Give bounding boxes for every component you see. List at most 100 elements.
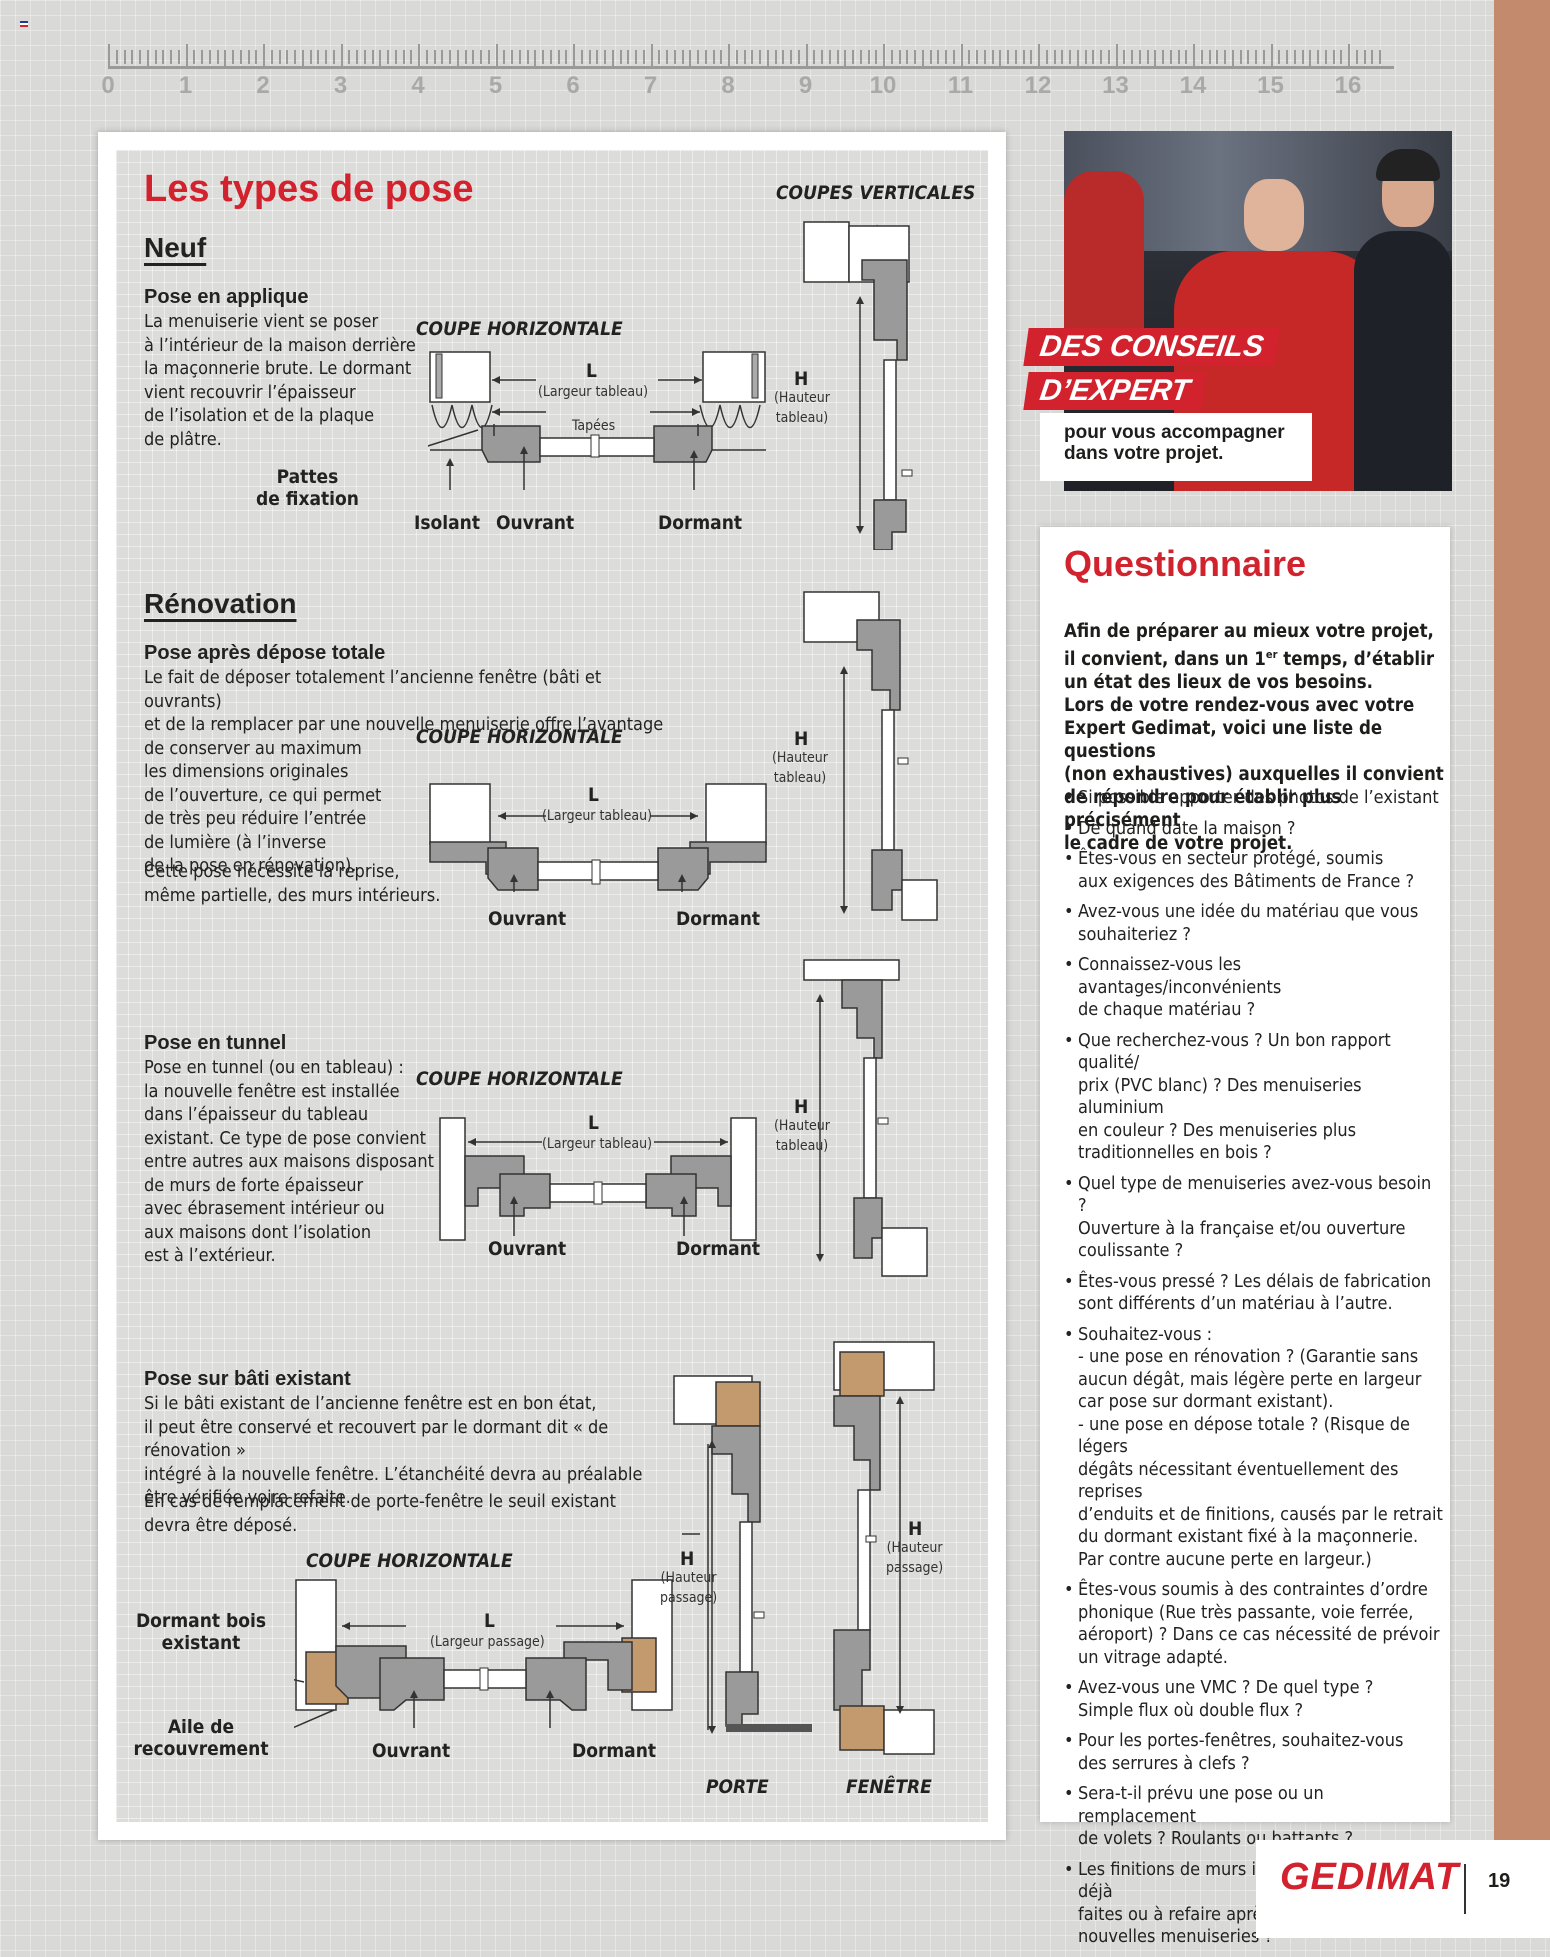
renovation-dormant-label: Dormant [676, 908, 761, 930]
neuf-diagram-title: COUPE HORIZONTALE [416, 318, 623, 340]
ruler-tick [1317, 50, 1319, 64]
ruler-tick [945, 50, 947, 64]
neuf-subheading: Pose en applique [144, 286, 309, 308]
ruler-tick [1038, 44, 1040, 66]
ruler-tick [216, 50, 219, 64]
bati-aile-label: Aile de recouvrement [133, 1716, 269, 1760]
h-label-fenetre: H [908, 1518, 923, 1540]
ruler-tick [1255, 50, 1257, 64]
coupes-verticales-title: COUPES VERTICALES [776, 182, 976, 204]
ruler-tick [1014, 50, 1017, 64]
renovation-subheading: Pose après dépose totale [144, 642, 386, 664]
ruler-tick [317, 50, 320, 64]
questionnaire-item: De quand date la maison ? [1064, 818, 1444, 841]
ruler-tick [666, 50, 668, 64]
ruler-tick [821, 50, 823, 64]
ruler-tick [162, 50, 165, 64]
ruler-number: 13 [1102, 72, 1129, 99]
ruler-tick [1324, 50, 1327, 64]
tunnel-dormant-label: Dormant [676, 1238, 761, 1260]
ruler-tick [115, 50, 118, 64]
questionnaire-item: Êtes-vous pressé ? Les délais de fabrica… [1064, 1271, 1444, 1316]
ruler-tick [301, 50, 304, 68]
porte-label: PORTE [706, 1776, 769, 1798]
ruler-tick [906, 50, 909, 64]
ruler-tick [255, 50, 258, 64]
bati-subheading: Pose sur bâti existant [144, 1368, 351, 1390]
page-title: Les types de pose [144, 168, 474, 210]
neuf-pattes-label: Pattes de fixation [256, 466, 359, 510]
page-number: 19 [1488, 1870, 1511, 1892]
bati-dormant-bois-label: Dormant bois existant [135, 1610, 267, 1654]
ruler-tick [627, 50, 630, 64]
ruler-tick [1340, 50, 1343, 64]
footer: GEDIMAT 19 [1256, 1840, 1550, 1938]
ruler-tick [991, 50, 994, 64]
ruler-tick [139, 50, 141, 64]
ruler-tick [441, 50, 444, 64]
ruler-tick [542, 50, 544, 64]
ruler-tick [278, 50, 281, 64]
ruler-number: 10 [869, 72, 897, 99]
ruler-tick [774, 50, 777, 64]
ruler-tick [1216, 50, 1219, 64]
ruler-tick [720, 50, 723, 64]
ruler-tick [1185, 50, 1188, 64]
renovation-heading: Rénovation [144, 588, 297, 619]
h-desc-porte: (Hauteur passage) [660, 1570, 718, 1606]
ruler-tick [1278, 50, 1281, 64]
expert-caption: pour vous accompagner dans votre projet. [1064, 422, 1285, 464]
ruler-tick [332, 50, 335, 64]
ruler-tick [999, 50, 1002, 68]
footer-divider [1464, 1864, 1466, 1914]
vertical-section-neuf [803, 221, 913, 550]
bati-text-2: En cas de remplacement de porte-fenêtre … [144, 1491, 616, 1536]
ruler-tick [247, 50, 250, 64]
ruler-tick [704, 50, 707, 64]
ruler-tick [1239, 50, 1242, 64]
ruler-tick [402, 50, 405, 64]
ruler-tick [1053, 50, 1056, 64]
tunnel-subheading: Pose en tunnel [144, 1032, 287, 1054]
ruler-tick [286, 50, 289, 64]
neuf-l-desc: (Largeur tableau) [538, 384, 649, 400]
tunnel-ouvrant-label: Ouvrant [488, 1238, 567, 1260]
ruler-tick [1100, 50, 1102, 64]
ruler-tick [526, 50, 529, 64]
expert-banner-line-2: D’EXPERT [1023, 372, 1207, 410]
ruler-tick [898, 50, 901, 64]
ruler-tick [983, 50, 986, 64]
ruler-number: 16 [1334, 72, 1362, 99]
ruler-tick [325, 50, 327, 64]
ruler-tick [123, 50, 126, 64]
ruler-number: 3 [333, 72, 348, 99]
ruler-tick [1363, 50, 1366, 64]
ruler-tick [340, 44, 343, 66]
vertical-section-fenetre [833, 1341, 935, 1755]
ruler-tick [673, 50, 676, 64]
questionnaire-intro: Afin de préparer au mieux votre projet, … [1064, 621, 1444, 855]
ruler-tick [154, 50, 157, 64]
h-label-2: H [794, 728, 809, 750]
ruler-tick [565, 50, 568, 64]
expert-caption-box [1040, 413, 1312, 481]
ruler-tick [472, 50, 475, 64]
ruler-tick [449, 50, 451, 64]
ruler-tick [433, 50, 436, 64]
ruler-tick [642, 50, 645, 64]
ruler-number: 15 [1257, 72, 1284, 99]
ruler-tick [1371, 50, 1374, 64]
ruler-tick [394, 50, 397, 64]
neuf-tapees-label: Tapées [572, 418, 616, 434]
ruler-tick [348, 50, 351, 64]
ruler-tick [146, 50, 149, 68]
side-strip [1494, 0, 1550, 1938]
ruler-tick [890, 50, 893, 64]
ruler-tick [1293, 50, 1296, 64]
ruler-tick [1309, 50, 1312, 68]
ruler-number: 12 [1024, 72, 1052, 99]
ruler-tick [914, 50, 916, 64]
h-desc-3: (Hauteur tableau) [774, 1118, 830, 1154]
questionnaire-item: Êtes-vous soumis à des contraintes d’ord… [1064, 1579, 1444, 1669]
ruler-tick [309, 50, 312, 64]
